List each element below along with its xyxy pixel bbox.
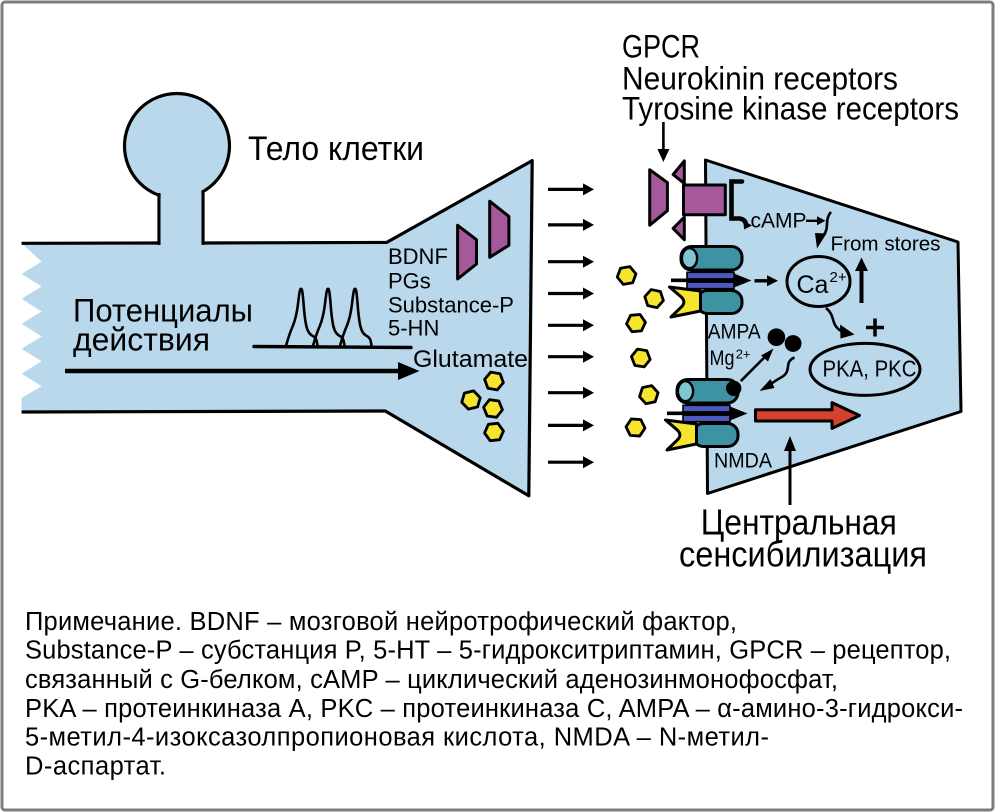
- svg-text:2+: 2+: [736, 347, 751, 362]
- svg-text:AMPA: AMPA: [708, 321, 761, 344]
- svg-text:GPCR: GPCR: [622, 29, 700, 65]
- svg-text:2+: 2+: [830, 269, 847, 286]
- svg-text:BDNF: BDNF: [388, 244, 448, 269]
- svg-text:Glutamate: Glutamate: [413, 346, 528, 373]
- svg-text:cAMP: cAMP: [751, 210, 807, 233]
- svg-text:Substance-P: Substance-P: [388, 293, 514, 318]
- svg-text:5-HN: 5-HN: [388, 316, 439, 341]
- svg-text:PKA – протеинкиназа A, PKC – п: PKA – протеинкиназа A, PKC – протеинкина…: [25, 695, 963, 723]
- svg-text:5-метил-4-изоксазолпропионовая: 5-метил-4-изоксазолпропионовая кислота, …: [25, 724, 769, 752]
- svg-text:Примечание. BDNF – мозговой не: Примечание. BDNF – мозговой нейротрофиче…: [25, 608, 737, 636]
- svg-text:сенсибилизация: сенсибилизация: [679, 534, 927, 575]
- svg-text:Тело клетки: Тело клетки: [248, 130, 424, 168]
- svg-text:From stores: From stores: [831, 233, 941, 256]
- svg-text:связанный с G-белком, cAMP – ц: связанный с G-белком, cAMP – циклический…: [25, 666, 838, 694]
- svg-text:действия: действия: [73, 322, 210, 358]
- svg-text:Mg: Mg: [710, 347, 735, 370]
- svg-text:Neurokinin receptors: Neurokinin receptors: [622, 61, 898, 97]
- svg-text:Substance-P – субстанция P, 5-: Substance-P – субстанция P, 5-HT – 5-гид…: [25, 637, 951, 665]
- svg-text:Потенциалы: Потенциалы: [73, 293, 253, 329]
- svg-text:PKA, PKC: PKA, PKC: [823, 356, 917, 382]
- svg-text:NMDA: NMDA: [714, 450, 772, 473]
- svg-text:Ca: Ca: [797, 271, 829, 299]
- svg-text:PGs: PGs: [388, 269, 431, 294]
- svg-text:D-аспартат.: D-аспартат.: [25, 753, 166, 781]
- svg-text:Tyrosine kinase receptors: Tyrosine kinase receptors: [622, 91, 959, 127]
- svg-text:Центральная: Центральная: [701, 502, 897, 543]
